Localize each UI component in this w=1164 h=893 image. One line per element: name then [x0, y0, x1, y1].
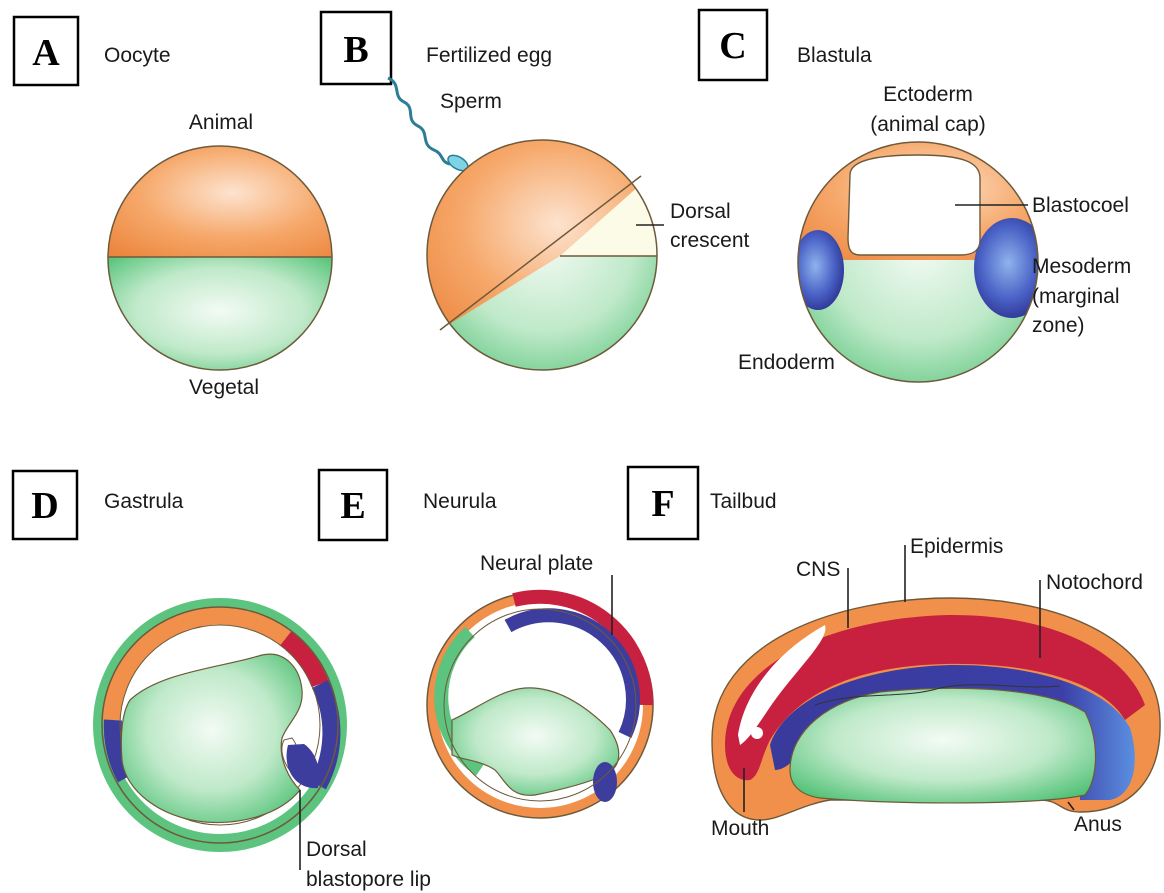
neural-plate-label: Neural plate	[480, 552, 593, 575]
blastocoel-label: Blastocoel	[1032, 194, 1129, 217]
dorsal-crescent-label-2: crescent	[670, 229, 750, 252]
animal-pole-label: Animal	[189, 111, 253, 134]
panel-a-title: Oocyte	[104, 44, 171, 67]
panel-b-title: Fertilized egg	[426, 44, 552, 67]
anus-label: Anus	[1074, 813, 1122, 836]
dorsal-crescent-label-1: Dorsal	[670, 200, 731, 223]
panel-f-letter: F	[651, 483, 674, 525]
panel-b-letter: B	[343, 29, 368, 71]
endoderm-label: Endoderm	[738, 351, 835, 374]
panel-c-letter: C	[719, 25, 746, 67]
panel-f: F Tailbud CNS Epidermis Notochord Mouth …	[628, 467, 1160, 840]
gastrula-endoderm-mass	[121, 654, 302, 822]
panel-a-letter: A	[32, 32, 60, 74]
neurula-drawing	[427, 592, 653, 818]
panel-e: E Neurula Neural plate	[319, 470, 653, 818]
cns-label: CNS	[796, 558, 840, 581]
notochord-label: Notochord	[1046, 571, 1143, 594]
vegetal-pole-label: Vegetal	[189, 376, 259, 399]
mouth-label: Mouth	[711, 817, 769, 840]
panel-d-title: Gastrula	[104, 490, 184, 513]
mesoderm-label-2: (marginal	[1032, 285, 1120, 308]
panel-b: B Fertilized egg Sperm Dorsal crescent	[321, 12, 750, 380]
animal-hemisphere	[100, 140, 340, 257]
panel-c-title: Blastula	[797, 44, 872, 67]
gastrula-drawing	[102, 607, 338, 843]
tailbud-drawing	[712, 598, 1160, 820]
panel-e-title: Neurula	[423, 490, 497, 513]
panel-c: C Blastula Ectoderm (animal cap) Blastoc…	[699, 10, 1131, 390]
tailbud-gut-endoderm	[790, 688, 1096, 803]
dorsal-lip-label-2: blastopore lip	[306, 868, 431, 891]
sperm-label: Sperm	[440, 90, 502, 113]
mesoderm-label-3: zone)	[1032, 314, 1085, 337]
tailbud-eye	[751, 727, 763, 739]
panel-f-title: Tailbud	[710, 490, 777, 513]
ectoderm-label-1: Ectoderm	[883, 83, 973, 106]
panel-a: A Oocyte Animal Vegetal	[14, 17, 340, 399]
epidermis-label: Epidermis	[910, 535, 1003, 558]
dorsal-lip-label-1: Dorsal	[306, 838, 367, 861]
mesoderm-label-1: Mesoderm	[1032, 255, 1131, 278]
panel-e-letter: E	[340, 485, 365, 527]
panel-d-letter: D	[31, 485, 58, 527]
oocyte-drawing	[100, 140, 340, 377]
ectoderm-label-2: (animal cap)	[870, 113, 986, 136]
vegetal-hemisphere	[100, 257, 340, 377]
